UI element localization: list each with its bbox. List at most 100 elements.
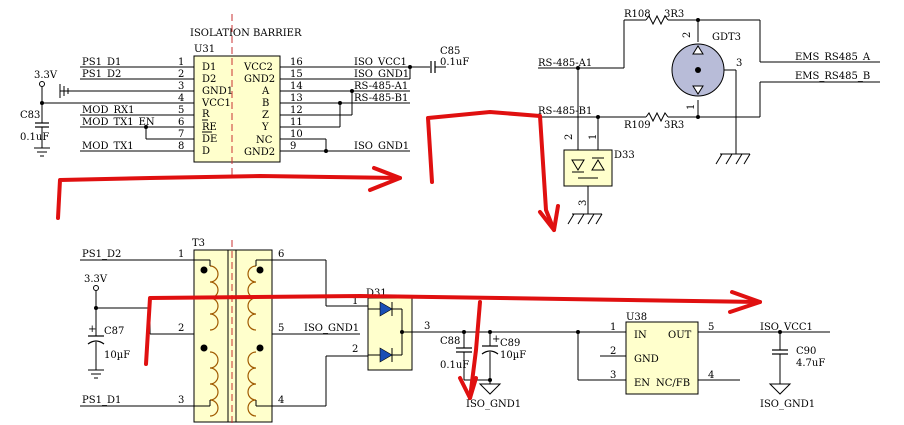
red-annotation-arrow	[144, 294, 762, 366]
t3-pin-number: 1	[178, 249, 184, 260]
u31-pin-number: 3	[178, 81, 184, 92]
c90-value: 4.7uF	[796, 358, 825, 369]
c90-ref: C90	[796, 346, 816, 357]
c83-value: 0.1uF	[20, 132, 49, 143]
u31-pin-number: 15	[290, 69, 303, 80]
d33-pin-number: 1	[588, 134, 599, 140]
gdt3-ref: GDT3	[712, 32, 741, 43]
c83-ref: C83	[20, 110, 40, 121]
u31-pin-number: 12	[290, 105, 303, 116]
d31-pin-number: 1	[352, 296, 358, 307]
red-annotations	[56, 110, 762, 400]
d31-pin-number: 3	[424, 321, 430, 332]
r109-value: 3R3	[664, 120, 684, 131]
protection-block: R108 3R3 R109 3R3 RS-485-A1 EMS_RS485_A …	[538, 9, 880, 225]
t3-pin-number: 3	[178, 395, 184, 406]
c88-value: 0.1uF	[440, 360, 469, 371]
u38-pin-label: NC/FB	[656, 378, 690, 389]
r108-value: 3R3	[664, 9, 684, 20]
red-annotation-arrow	[426, 110, 556, 232]
net-label: PS1_D1	[82, 57, 121, 68]
u31-pin-label: RE	[202, 122, 217, 133]
d33-pin-number: 2	[564, 134, 575, 140]
r109-ref: R109	[624, 120, 651, 131]
net-label: RS-485-A1	[354, 81, 408, 92]
c87-value: 10µF	[104, 350, 130, 361]
d33-body	[563, 149, 613, 187]
red-annotation-arrow	[538, 204, 560, 232]
power-block: T3 1 2 3 PS1_D2 PS1_D1 3.3V +	[80, 238, 830, 425]
t3-pin-number: 2	[178, 323, 184, 334]
u31-pin-label: GND2	[244, 74, 275, 85]
u31-pin-number: 5	[178, 105, 184, 116]
net-label: ISO_GND1	[760, 399, 815, 410]
u38-pin-number: 3	[610, 370, 616, 381]
net-label: MOD_RX1	[82, 105, 134, 116]
u31-pin-number: 4	[178, 93, 184, 104]
u31-pin-number: 2	[178, 69, 184, 80]
u38-pin-number: 5	[708, 322, 714, 333]
supply-3v3-label: 3.3V	[84, 274, 108, 285]
u31-pin-number: 9	[290, 141, 296, 152]
u38-ref: U38	[626, 312, 647, 323]
u38-pin-label: OUT	[668, 330, 692, 341]
net-label: ISO_VCC1	[760, 322, 813, 333]
u31-pin-label: A	[261, 86, 270, 97]
t3-body	[193, 249, 273, 423]
gdt3-pin-number: 3	[736, 58, 742, 69]
r108-ref: R108	[624, 9, 651, 20]
u38-pin-number: 1	[610, 322, 616, 333]
u31-pin-label: D2	[202, 74, 216, 85]
u31-pin-label: Y	[261, 122, 269, 133]
u31-pin-label: NC	[256, 135, 273, 146]
net-label: EMS_RS485_B	[795, 71, 870, 82]
d31-pin-number: 2	[352, 344, 358, 355]
net-label: MOD_TX1	[82, 141, 134, 152]
d33-pin-number: 3	[578, 200, 589, 206]
u31-pin-number: 7	[178, 129, 184, 140]
red-annotation-arrow	[728, 290, 762, 314]
net-label: ISO_GND1	[304, 323, 359, 334]
d31-ref: D31	[366, 288, 387, 299]
red-annotation-arrow	[458, 376, 478, 400]
red-annotation-arrow	[56, 174, 402, 220]
u31-title: ISOLATION BARRIER	[190, 28, 302, 39]
d33-ref: D33	[614, 150, 635, 161]
gdt3-pin-number: 2	[682, 32, 693, 38]
u38-pin-label: GND	[634, 354, 659, 365]
u31-pin-label: D	[202, 146, 210, 157]
u31-pin-number: 10	[290, 129, 303, 140]
u38-pin-label: EN	[634, 378, 650, 389]
u31-pin-label: B	[262, 98, 269, 109]
u31-pin-label: D1	[202, 62, 216, 73]
u31-ref: U31	[194, 44, 215, 55]
net-label: ISO_GND1	[466, 399, 521, 410]
u31-pin-label: DE	[202, 134, 217, 145]
u38-body	[625, 321, 699, 395]
t3-pin-number: 4	[278, 395, 284, 406]
net-label: EMS_RS485_A	[795, 52, 871, 63]
net-label: PS1_D2	[82, 249, 121, 260]
c87-ref: C87	[104, 326, 124, 337]
u31-pin-number: 11	[290, 117, 303, 128]
net-label: ISO_GND1	[354, 69, 409, 80]
t3-pin-number: 5	[278, 323, 284, 334]
u31-pin-label: R	[202, 109, 210, 120]
u31-pin-number: 16	[290, 57, 303, 68]
u31-block: ISOLATION BARRIER U31 D1 D2 GND1 VCC1 R …	[20, 14, 469, 178]
u31-pin-label: VCC2	[243, 62, 273, 73]
svg-text:+: +	[88, 324, 96, 335]
net-label: PS1_D1	[82, 395, 121, 406]
c85-ref: C85	[440, 46, 460, 57]
red-annotation-arrow	[368, 166, 402, 192]
net-label: RS-485-B1	[538, 106, 592, 117]
net-label: ISO_VCC1	[354, 57, 407, 68]
net-label: ISO_GND1	[354, 141, 409, 152]
u31-pin-label: Z	[262, 110, 269, 121]
red-annotation-arrow	[468, 300, 482, 400]
u31-pin-label: VCC1	[201, 98, 231, 109]
u38-pin-label: IN	[634, 330, 647, 341]
u31-pin-label: GND1	[202, 86, 233, 97]
c89-ref: C89	[500, 338, 520, 349]
